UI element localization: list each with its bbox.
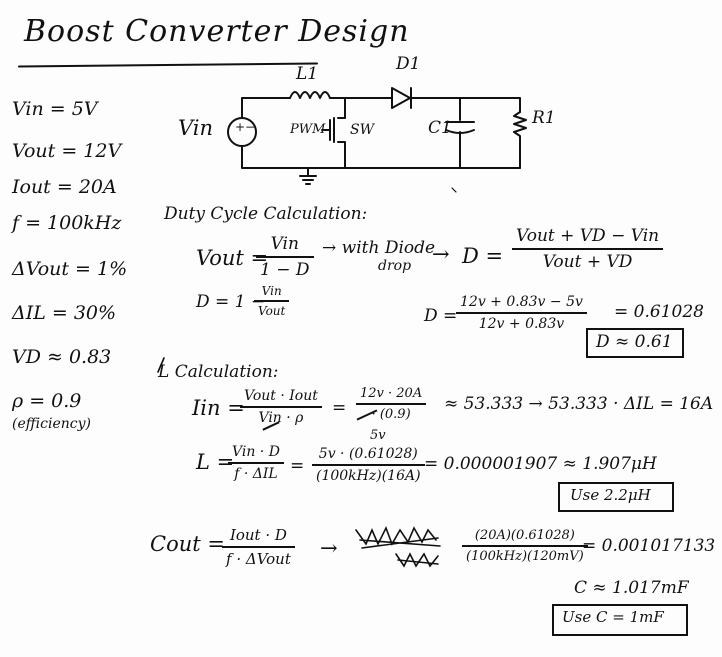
source-circle — [227, 117, 257, 147]
diode-d1-triangle — [391, 87, 411, 109]
lcalc-eq2: = — [290, 456, 305, 476]
duty-sub-den: 12v + 0.83v — [478, 315, 565, 332]
lcalc-l-result: = 0.000001907 ≈ 1.907μH — [424, 454, 657, 474]
duty-result: = 0.61028 — [614, 302, 704, 322]
ccalc-arrow: → — [320, 536, 338, 560]
inductor-l1 — [289, 91, 331, 99]
duty-heading: Duty Cycle Calculation: — [164, 204, 368, 224]
ccalc-c-lhs: Cout = — [150, 532, 225, 556]
duty-d-lhs: D = — [462, 244, 504, 268]
duty-d-den: Vout + VD — [542, 251, 633, 272]
given-frequency: f = 100kHz — [12, 212, 122, 234]
lcalc-boxed: Use 2.2μH — [570, 486, 651, 504]
circuit-c1-label: C1 — [428, 118, 452, 138]
lcalc-l-sub-den: (100kHz)(16A) — [316, 467, 421, 484]
ccalc-c-fraction: Iout · D f · ΔVout — [222, 526, 295, 568]
wire-top-left — [241, 97, 291, 119]
lcalc-iin-sub-num: 12v · 20A — [360, 386, 423, 401]
lcalc-iin-num: Vout · Iout — [244, 388, 318, 404]
ccalc-c-den: f · ΔVout — [226, 549, 291, 568]
lcalc-iin-lhs: Iin = — [192, 396, 245, 420]
circuit-vin-label: Vin — [178, 116, 214, 140]
ccalc-approx: C ≈ 1.017mF — [574, 578, 689, 598]
lcalc-iin-sub-den2: 5v — [370, 428, 386, 443]
duty-result-box — [586, 328, 684, 358]
source-sign: +− — [235, 120, 256, 134]
lcalc-heading: L Calculation: — [158, 362, 279, 382]
given-diode-drop: VD ≈ 0.83 — [12, 346, 112, 368]
wire-top-right — [410, 97, 521, 113]
circuit-pwm-label: PWM — [290, 122, 326, 137]
ccalc-sub-den: (100kHz)(120mV) — [466, 548, 584, 564]
duty-d-eq: D = — [424, 306, 458, 326]
lcalc-l-sub-num: 5v · (0.61028) — [318, 446, 418, 462]
resistor-r1 — [513, 111, 527, 169]
duty-rearr-den: Vout — [258, 303, 286, 318]
duty-vout-den: 1 − D — [260, 259, 310, 280]
lcalc-l-num: Vin · D — [232, 444, 280, 460]
given-vout: Vout = 12V — [12, 140, 122, 162]
lcalc-l-den: f · ΔIL — [234, 465, 278, 482]
ground-symbol — [299, 167, 317, 185]
ccalc-result-box — [552, 604, 688, 636]
ccalc-boxed: Use C = 1mF — [562, 608, 664, 626]
given-iout: Iout = 20A — [12, 176, 117, 198]
duty-vout-lhs: Vout = — [196, 246, 269, 270]
duty-arrow-diode: → with Diode — [322, 238, 436, 258]
duty-vout-num: Vin — [270, 234, 299, 254]
ccalc-result: = 0.001017133 — [582, 536, 716, 556]
lcalc-result-box — [558, 482, 674, 512]
duty-d-num: Vout + VD − Vin — [516, 226, 660, 246]
lcalc-bullet — [157, 357, 165, 373]
lcalc-l-sub-fraction: 5v · (0.61028) (100kHz)(16A) — [312, 446, 425, 484]
given-efficiency-note: (efficiency) — [12, 416, 91, 432]
given-vin: Vin = 5V — [12, 98, 98, 120]
duty-drop-label: drop — [378, 258, 412, 274]
ccalc-sub-fraction: (20A)(0.61028) (100kHz)(120mV) — [462, 528, 588, 564]
switch-body — [337, 117, 346, 169]
ccalc-c-num: Iout · D — [229, 526, 287, 544]
ccalc-sub-num: (20A)(0.61028) — [474, 528, 575, 543]
given-delta-vout: ΔVout = 1% — [12, 258, 128, 280]
duty-d-fraction: Vout + VD − Vin Vout + VD — [512, 226, 664, 272]
page-title: Boost Converter Design — [24, 14, 410, 49]
given-delta-il: ΔIL = 30% — [12, 302, 117, 324]
wire-bottom — [241, 145, 521, 169]
lcalc-iin-den: Vin · ρ — [258, 409, 304, 426]
given-efficiency: ρ = 0.9 — [12, 390, 82, 412]
lcalc-l-lhs: L = — [196, 450, 235, 474]
lcalc-iin-result: ≈ 53.333 → 53.333 · ΔIL = 16A — [444, 394, 714, 414]
duty-vout-fraction: Vin 1 − D — [256, 234, 314, 280]
duty-arrow2: → — [432, 242, 450, 266]
circuit-r1-label: R1 — [532, 108, 556, 128]
lcalc-eq1: = — [332, 398, 347, 418]
duty-rearr-lhs: D = 1 − — [196, 292, 266, 312]
circuit-l1-label: L1 — [296, 64, 319, 84]
duty-sub-num: 12v + 0.83v − 5v — [460, 294, 583, 310]
lcalc-l-fraction: Vin · D f · ΔIL — [228, 444, 284, 482]
duty-rearr-num: Vin — [261, 284, 282, 298]
lcalc-iin-fraction: Vout · Iout Vin · ρ — [240, 388, 322, 426]
duty-rearr-fraction: Vin Vout — [254, 284, 290, 318]
duty-sub-fraction: 12v + 0.83v − 5v 12v + 0.83v — [456, 294, 587, 332]
lcalc-iin-sub-fraction: 12v · 20A · (0.9) — [356, 386, 427, 422]
circuit-sw-label: SW — [350, 122, 374, 138]
circuit-d1-label: D1 — [396, 54, 421, 74]
duty-boxed: D ≈ 0.61 — [596, 332, 673, 352]
lcalc-iin-sub-den: · (0.9) — [371, 406, 411, 422]
